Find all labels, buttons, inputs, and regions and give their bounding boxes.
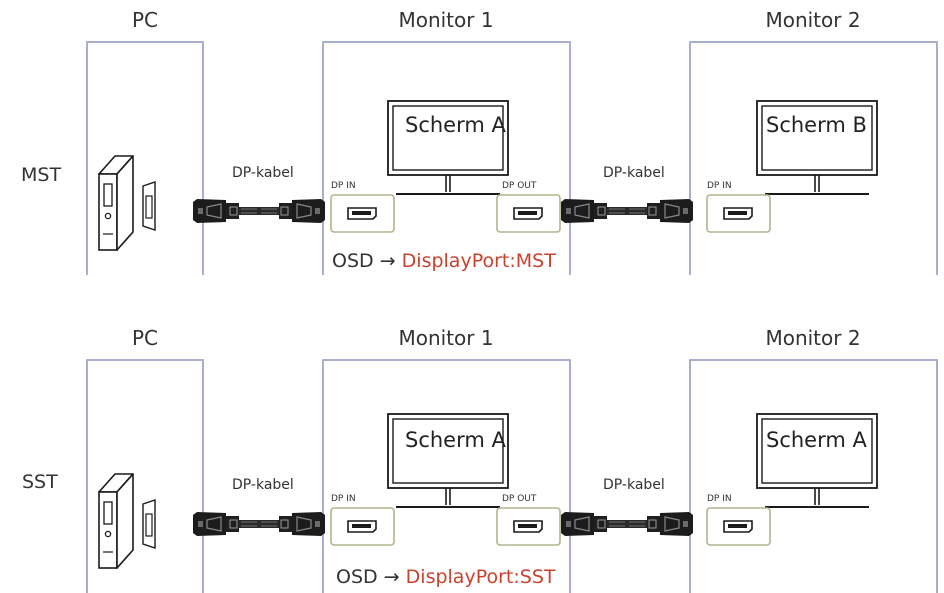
cable-label: DP-kabel [603, 477, 665, 493]
dp-connector-icon [646, 198, 694, 224]
monitor2-frame [689, 359, 938, 593]
dp-cable [192, 198, 326, 224]
osd-prefix: OSD → [336, 566, 400, 588]
screen-label: Scherm A [766, 428, 867, 452]
cable-label: DP-kabel [232, 165, 294, 181]
dp-connector-icon [560, 511, 608, 537]
dp-cable [192, 511, 326, 537]
desktop-pc-icon [98, 155, 156, 251]
monitor2-frame [689, 41, 938, 275]
pc-frame [86, 41, 204, 275]
osd-instruction: OSD → DisplayPort:MST [332, 250, 556, 272]
port-label-dp-in: DP IN [707, 181, 732, 191]
dp-connector-icon [192, 511, 240, 537]
port-label-dp-in: DP IN [331, 494, 356, 504]
cable-label: DP-kabel [232, 477, 294, 493]
port-label-dp-in: DP IN [707, 494, 732, 504]
monitor2-heading: Monitor 2 [765, 8, 861, 32]
pc-frame [86, 359, 204, 593]
osd-instruction: OSD → DisplayPort:SST [336, 566, 556, 588]
port-label-dp-out: DP OUT [502, 181, 537, 191]
row-mst [86, 41, 938, 275]
screen-label: Scherm A [405, 428, 506, 452]
mode-label: SST [22, 471, 58, 493]
dp-connector-icon [278, 511, 326, 537]
dp-cable [560, 198, 694, 224]
dp-connector-icon [560, 198, 608, 224]
monitor1-frame [322, 41, 571, 275]
monitor1-frame [322, 359, 571, 593]
port-label-dp-out: DP OUT [502, 494, 537, 504]
monitor1-heading: Monitor 1 [398, 8, 494, 32]
dp-connector-icon [646, 511, 694, 537]
port-label-dp-in: DP IN [331, 181, 356, 191]
desktop-pc-icon [98, 473, 156, 569]
pc-heading: PC [131, 326, 159, 350]
dp-cable [560, 511, 694, 537]
osd-prefix: OSD → [332, 250, 396, 272]
row-sst [86, 359, 938, 593]
cable-label: DP-kabel [603, 165, 665, 181]
osd-setting: DisplayPort:MST [401, 250, 556, 272]
osd-setting: DisplayPort:SST [405, 566, 556, 588]
monitor1-heading: Monitor 1 [398, 326, 494, 350]
screen-label: Scherm A [405, 113, 506, 137]
dp-connector-icon [192, 198, 240, 224]
screen-label: Scherm B [766, 113, 867, 137]
monitor2-heading: Monitor 2 [765, 326, 861, 350]
pc-heading: PC [131, 8, 159, 32]
mode-label: MST [21, 164, 62, 186]
dp-connector-icon [278, 198, 326, 224]
